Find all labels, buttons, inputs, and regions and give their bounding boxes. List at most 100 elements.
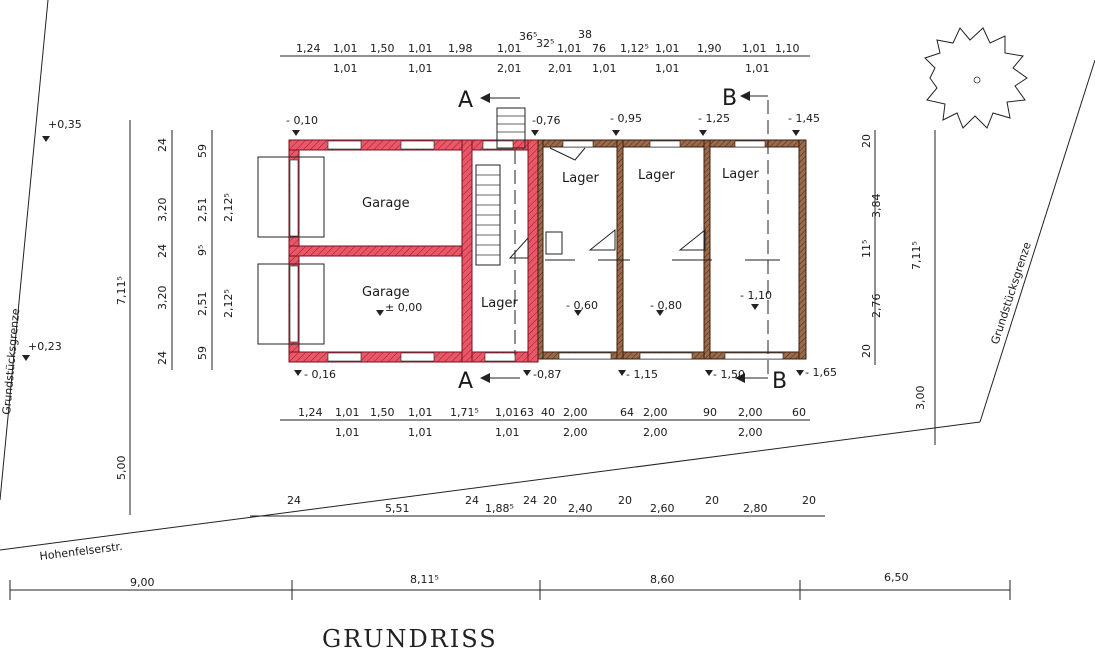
svg-text:9⁵: 9⁵ [196, 245, 209, 256]
svg-text:2,40: 2,40 [568, 502, 593, 515]
svg-text:2,00: 2,00 [643, 426, 668, 439]
svg-text:1,01: 1,01 [742, 42, 767, 55]
svg-text:20: 20 [860, 134, 873, 148]
svg-text:2,01: 2,01 [497, 62, 522, 75]
svg-text:40: 40 [541, 406, 555, 419]
section-markers [480, 91, 768, 383]
svg-text:9,00: 9,00 [130, 576, 155, 589]
svg-text:1,88⁵: 1,88⁵ [485, 502, 514, 515]
level-label: - 0,10 [286, 114, 318, 127]
level-label: - 0,60 [566, 299, 598, 312]
level-label: - 1,50 [713, 368, 745, 381]
drawing-title: GRUNDRISS [322, 625, 498, 653]
svg-text:1,01: 1,01 [408, 406, 433, 419]
svg-text:1,98: 1,98 [448, 42, 473, 55]
svg-text:8,11⁵: 8,11⁵ [410, 573, 439, 586]
svg-text:59: 59 [196, 346, 209, 360]
property-boundary-lines [0, 0, 1095, 551]
svg-text:1,01: 1,01 [745, 62, 770, 75]
dims-row3: 24 5,51 24 1,88⁵ 24 20 2,40 20 2,60 20 2… [287, 494, 816, 515]
dims-row4: 9,00 8,11⁵ 8,60 6,50 [130, 571, 909, 589]
tree-symbol [924, 27, 1028, 129]
svg-text:3,84: 3,84 [870, 194, 883, 219]
dims-right: 20 3,84 11⁵ 2,76 20 7,11⁵ 3,00 [860, 134, 927, 410]
level-label: -0,76 [532, 114, 560, 127]
dims-left: 7,11⁵ 5,00 24 3,20 24 3,20 24 59 2,51 9⁵… [115, 138, 235, 480]
svg-text:3,00: 3,00 [914, 386, 927, 411]
room-labels: Garage Garage Lager Lager Lager Lager [362, 167, 759, 311]
svg-text:59: 59 [196, 144, 209, 158]
svg-text:11⁵: 11⁵ [860, 240, 873, 258]
svg-text:63: 63 [520, 406, 534, 419]
svg-text:2,80: 2,80 [743, 502, 768, 515]
svg-text:1,50: 1,50 [370, 406, 395, 419]
svg-text:1,01: 1,01 [408, 426, 433, 439]
svg-text:2,51: 2,51 [196, 292, 209, 317]
svg-text:1,01: 1,01 [592, 62, 617, 75]
room-label: Lager [638, 168, 675, 183]
svg-text:24: 24 [156, 244, 169, 258]
svg-text:20: 20 [860, 344, 873, 358]
svg-text:1,01: 1,01 [497, 42, 522, 55]
svg-text:6,50: 6,50 [884, 571, 909, 584]
level-label: +0,35 [48, 118, 82, 131]
svg-text:1,12⁵: 1,12⁵ [620, 42, 649, 55]
section-label: A [458, 88, 473, 113]
svg-text:5,51: 5,51 [385, 502, 410, 515]
dims-top-lower: 1,01 1,01 2,01 2,01 1,01 1,01 1,01 [333, 62, 770, 75]
level-labels: +0,35 +0,23 - 0,10 -0,76 - 0,95 - 1,25 -… [28, 112, 837, 381]
svg-text:24: 24 [523, 494, 537, 507]
svg-text:20: 20 [802, 494, 816, 507]
level-label: - 0,16 [304, 368, 336, 381]
level-label: ± 0,00 [385, 301, 422, 314]
svg-text:24: 24 [156, 138, 169, 152]
boundary-label-right: Grundstücksgrenze [988, 240, 1033, 346]
svg-text:1,01: 1,01 [655, 62, 680, 75]
svg-text:1,01: 1,01 [495, 426, 520, 439]
dimension-lines [9, 55, 1011, 600]
svg-text:60: 60 [792, 406, 806, 419]
svg-text:20: 20 [543, 494, 557, 507]
svg-text:5,00: 5,00 [115, 456, 128, 481]
svg-text:3,20: 3,20 [156, 286, 169, 311]
svg-text:2,00: 2,00 [738, 426, 763, 439]
svg-text:38: 38 [578, 28, 592, 41]
svg-text:1,01: 1,01 [335, 406, 360, 419]
svg-text:1,01: 1,01 [408, 42, 433, 55]
svg-text:7,11⁵: 7,11⁵ [115, 276, 128, 305]
window-openings [289, 140, 784, 362]
room-label: Lager [562, 171, 599, 186]
svg-text:1,24: 1,24 [296, 42, 321, 55]
level-markers [22, 130, 804, 376]
svg-text:2,01: 2,01 [548, 62, 573, 75]
svg-text:1,01: 1,01 [333, 62, 358, 75]
svg-text:24: 24 [465, 494, 479, 507]
svg-text:2,00: 2,00 [738, 406, 763, 419]
svg-text:2,12⁵: 2,12⁵ [222, 193, 235, 222]
boundary-label-left: Grundstücksgrenze [0, 308, 22, 416]
level-label: - 1,25 [698, 112, 730, 125]
svg-text:76: 76 [592, 42, 606, 55]
room-label: Garage [362, 196, 410, 211]
svg-text:64: 64 [620, 406, 634, 419]
level-label: - 1,45 [788, 112, 820, 125]
svg-text:24: 24 [156, 351, 169, 365]
svg-text:7,11⁵: 7,11⁵ [910, 241, 923, 270]
garage-doors [257, 156, 325, 345]
level-label: - 0,95 [610, 112, 642, 125]
svg-text:1,24: 1,24 [298, 406, 323, 419]
level-label: - 1,15 [626, 368, 658, 381]
svg-text:1,01: 1,01 [335, 426, 360, 439]
svg-text:20: 20 [705, 494, 719, 507]
svg-text:2,00: 2,00 [643, 406, 668, 419]
dims-top-upper: 1,24 1,01 1,50 1,01 1,98 1,01 36⁵ 32⁵ 1,… [296, 28, 800, 55]
svg-text:1,01: 1,01 [655, 42, 680, 55]
level-label: - 0,80 [650, 299, 682, 312]
svg-text:2,51: 2,51 [196, 198, 209, 223]
svg-text:2,00: 2,00 [563, 406, 588, 419]
svg-text:1,01: 1,01 [333, 42, 358, 55]
svg-text:24: 24 [287, 494, 301, 507]
section-label: A [458, 369, 473, 394]
level-label: - 1,65 [805, 366, 837, 379]
